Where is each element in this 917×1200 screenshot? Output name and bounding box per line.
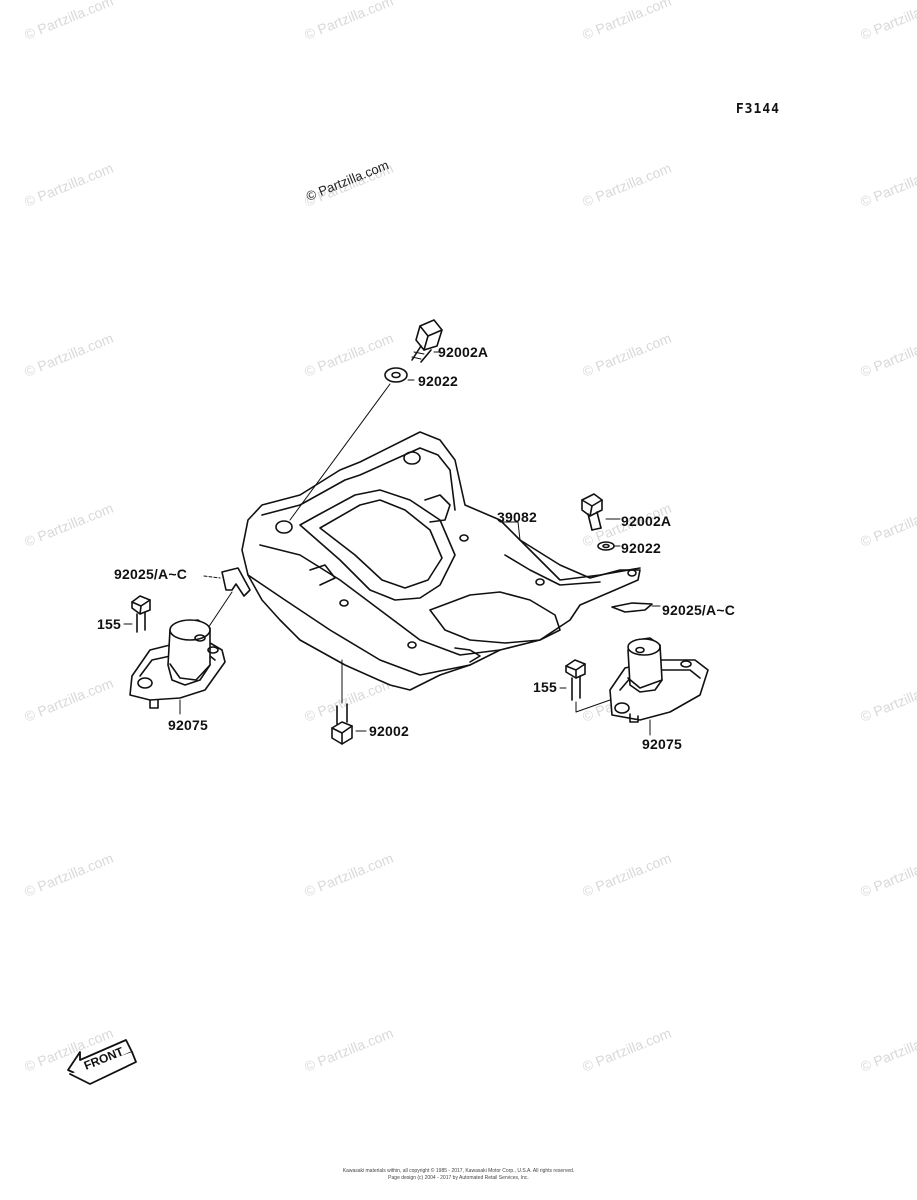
mount-92075-right bbox=[609, 637, 709, 723]
clip-92025-right bbox=[611, 602, 653, 613]
bolt-155-left bbox=[131, 595, 151, 633]
callout-92075-right: 92075 bbox=[642, 736, 682, 752]
callout-92022-top: 92022 bbox=[418, 373, 458, 389]
callout-92025-left: 92025/A~C bbox=[114, 566, 188, 582]
diagram-code: F3144 bbox=[735, 102, 780, 117]
bolt-92002a-top bbox=[411, 319, 443, 363]
bolt-155-right bbox=[565, 659, 586, 701]
bolt-92002a-right bbox=[581, 493, 603, 531]
clip-92025-left bbox=[221, 567, 251, 597]
callout-39082: 39082 bbox=[497, 509, 537, 525]
bolt-92002-bottom bbox=[331, 703, 353, 745]
callout-92002a-right: 92002A bbox=[621, 513, 672, 529]
callout-92022-right: 92022 bbox=[621, 540, 661, 556]
callout-155-right: 155 bbox=[533, 679, 557, 695]
washer-92022-right bbox=[597, 541, 615, 551]
bracket-39082 bbox=[241, 431, 641, 691]
callout-92002a-top: 92002A bbox=[438, 344, 489, 360]
mount-92075-left bbox=[129, 619, 226, 709]
callout-92025-right: 92025/A~C bbox=[662, 602, 736, 618]
front-arrow-icon: FRONT bbox=[67, 1039, 137, 1085]
callout-155-left: 155 bbox=[97, 616, 121, 632]
callout-92002-bottom: 92002 bbox=[369, 723, 409, 739]
washer-92022-top bbox=[384, 367, 408, 383]
callout-92075-left: 92075 bbox=[168, 717, 208, 733]
copyright-line-2: Page design (c) 2004 - 2017 by Automated… bbox=[388, 1175, 529, 1181]
copyright-line: Kawasaki materials within, all copyright… bbox=[342, 1168, 575, 1174]
